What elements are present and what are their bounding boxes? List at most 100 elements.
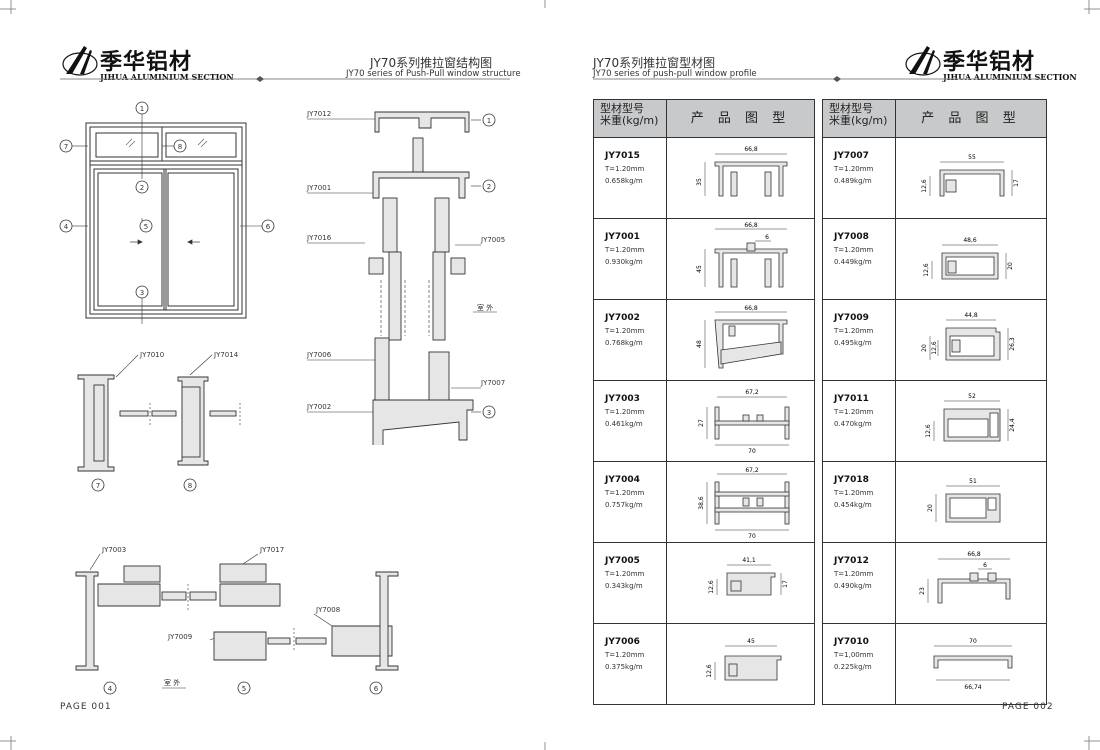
- callout-6: [261, 219, 275, 233]
- svg-text:JY7017: JY7017: [259, 546, 284, 554]
- horizontal-section-drawing: JY7003 JY7017 JY7008 JY7009 室 外 4 5 6: [75, 546, 399, 695]
- svg-text:12,6: 12,6: [923, 263, 930, 277]
- svg-text:45: 45: [696, 265, 703, 273]
- svg-text:7: 7: [96, 482, 100, 490]
- svg-text:52: 52: [968, 393, 976, 400]
- svg-text:JY7014: JY7014: [213, 351, 239, 359]
- svg-text:48,6: 48,6: [963, 237, 977, 244]
- brand-name-en: JIHUA ALUMINIUM SECTION: [100, 72, 234, 82]
- svg-text:41,1: 41,1: [742, 557, 756, 564]
- header-product: 产 品 图 型: [690, 111, 791, 126]
- detail-7-8-drawing: JY7010 JY7014 7 8: [77, 351, 241, 492]
- callout-5: [139, 219, 153, 233]
- svg-text:23: 23: [919, 587, 926, 595]
- header-type: 型材型号: [600, 102, 644, 115]
- brand-logo-icon: [905, 46, 941, 76]
- callout-4: [59, 219, 73, 233]
- brand-logo-icon: [62, 46, 98, 76]
- svg-text:6: 6: [983, 562, 987, 569]
- svg-text:JY7007: JY7007: [480, 379, 505, 387]
- svg-text:JY7001: JY7001: [306, 184, 331, 192]
- svg-text:12,6: 12,6: [921, 179, 928, 193]
- page-subtitle: JY70 series of Push-Pull window structur…: [346, 69, 521, 79]
- svg-text:JY7005: JY7005: [480, 236, 505, 244]
- svg-text:67,2: 67,2: [745, 467, 759, 474]
- brand-name-en-right: JIHUA ALUMINIUM SECTION: [943, 72, 1077, 82]
- svg-text:6: 6: [765, 234, 769, 241]
- svg-text:44,8: 44,8: [964, 312, 978, 319]
- svg-text:4: 4: [64, 223, 69, 231]
- brand-name: 季华铝材: [100, 50, 193, 75]
- svg-text:66,74: 66,74: [964, 684, 981, 691]
- callout-8: [173, 139, 187, 153]
- svg-text:17: 17: [1013, 179, 1020, 187]
- svg-text:JY7012: JY7012: [306, 110, 331, 118]
- svg-text:24,4: 24,4: [1009, 418, 1016, 432]
- svg-text:27: 27: [698, 419, 705, 427]
- svg-text:3: 3: [487, 409, 491, 417]
- svg-text:70: 70: [969, 638, 977, 645]
- svg-text:20: 20: [927, 504, 934, 512]
- svg-text:51: 51: [969, 478, 977, 485]
- svg-text:室 外: 室 外: [164, 678, 180, 687]
- svg-text:8: 8: [188, 482, 192, 490]
- svg-text:66,8: 66,8: [744, 305, 758, 312]
- svg-text:6: 6: [374, 685, 379, 693]
- svg-text:66,8: 66,8: [744, 146, 758, 153]
- svg-text:67,2: 67,2: [745, 389, 759, 396]
- brand-name-right: 季华铝材: [943, 50, 1036, 75]
- svg-text:6: 6: [266, 223, 271, 231]
- svg-text:JY7003: JY7003: [101, 546, 126, 554]
- right-header: JY70系列推拉窗型材图 JY70 series of push-pull wi…: [593, 40, 1077, 85]
- header-rule-right: [593, 76, 1046, 82]
- svg-text:12,6: 12,6: [931, 341, 938, 355]
- left-header: 季华铝材 JIHUA ALUMINIUM SECTION JY70系列推拉窗结构…: [60, 40, 521, 85]
- page-title-right: JY70系列推拉窗型材图: [593, 56, 716, 70]
- svg-text:5: 5: [144, 223, 148, 231]
- callout-1: [135, 101, 149, 115]
- svg-text:26,3: 26,3: [1009, 337, 1016, 351]
- svg-text:17: 17: [782, 580, 789, 588]
- svg-text:4: 4: [108, 685, 113, 693]
- svg-text:JY7010: JY7010: [139, 351, 164, 359]
- svg-text:35: 35: [696, 178, 703, 186]
- svg-text:5: 5: [242, 685, 246, 693]
- svg-text:20: 20: [921, 344, 928, 352]
- page-title: JY70系列推拉窗结构图: [370, 56, 493, 70]
- svg-text:48: 48: [696, 340, 703, 348]
- svg-text:38,6: 38,6: [698, 496, 705, 510]
- callout-3: [135, 285, 149, 299]
- svg-text:20: 20: [1007, 262, 1014, 270]
- svg-text:12,6: 12,6: [708, 580, 715, 594]
- svg-text:JY7008: JY7008: [315, 606, 340, 614]
- svg-text:45: 45: [747, 638, 755, 645]
- svg-text:JY7006: JY7006: [306, 351, 332, 359]
- page-number-left: PAGE 001: [60, 702, 112, 712]
- svg-text:66,8: 66,8: [744, 222, 758, 229]
- page-number-right: PAGE 002: [1002, 702, 1054, 712]
- vertical-section-drawing: JY7012 JY7001 JY7016 JY7005 室 外 JY7006 J…: [306, 110, 505, 445]
- svg-text:8: 8: [178, 143, 182, 151]
- svg-text:70: 70: [748, 448, 756, 455]
- svg-text:2: 2: [140, 184, 144, 192]
- callout-1-label: 1: [140, 105, 144, 113]
- svg-text:7: 7: [64, 143, 68, 151]
- svg-text:66,8: 66,8: [967, 551, 981, 558]
- callout-7: [59, 139, 73, 153]
- svg-text:12,6: 12,6: [706, 664, 713, 678]
- svg-text:JY7009: JY7009: [167, 633, 192, 641]
